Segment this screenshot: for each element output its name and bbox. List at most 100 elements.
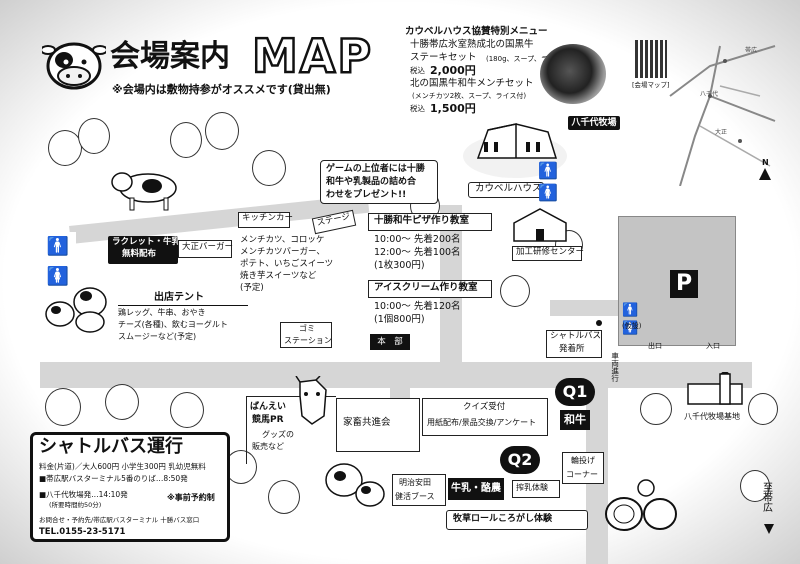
cows-illustration-bottom (316, 458, 388, 512)
shuttle-tel: TEL.0155-23-5171 (39, 527, 126, 537)
toilet-right-icon: 🚹🚺 (622, 303, 639, 336)
icecream-class-title: アイスクリーム作り教室 (374, 282, 478, 293)
shop-tent-line3: スムージーなど(予定) (118, 332, 197, 341)
taisho-burger-label: 大正バーガー (178, 240, 233, 258)
raclette-line2: 無料配布 (122, 249, 157, 259)
pizza-class: 十勝和牛ピザ作り教室 10:00～ 先着200名 12:00～ 先着100名 (… (368, 213, 492, 277)
tree-icon (48, 130, 82, 166)
menu-item2-line1: 北の国黒牛和牛メンチセット (410, 78, 534, 89)
banei-section (246, 396, 336, 464)
q1-label-text: 和牛 (564, 413, 586, 426)
down-arrow-icon (764, 524, 774, 534)
pizza-line3: (1枚300円) (374, 260, 425, 271)
shuttle-stop-line2: 発着所 (559, 344, 585, 354)
title-map: MAP (251, 28, 374, 83)
milk-dairy-label: 牛乳・酪農 (448, 478, 504, 500)
area-town-yachiyo: 八千代 (700, 91, 719, 98)
banei-line1: ばんえい (250, 402, 287, 412)
cows-illustration-left (34, 280, 114, 336)
ring-toss-line2: コーナー (566, 470, 598, 479)
shuttle-info: シャトルバス運行 料金(片道)／大人600円 小学生300円 乳幼児無料 ■帯広… (30, 432, 230, 542)
menu-item1-detail: (180g、スープ、ライス付) (486, 55, 572, 63)
game-notice: ゲームの上位者には十勝 和牛や乳製品の詰め合 わせをプレゼント!! (320, 160, 438, 204)
hay-roll-illustration (600, 476, 680, 532)
shuttle-stop-line1: シャトルバス (550, 331, 602, 341)
shop-tent-line2: チーズ(各種)、飲むヨーグルト (118, 320, 228, 329)
monument-illustration (680, 370, 750, 408)
shuttle-title: シャトルバス運行 (39, 436, 183, 457)
quiz-booth: クイズ受付 用紙配布/景品交換/アンケート (422, 398, 548, 436)
toilet-right-note: (仮設) (622, 322, 642, 330)
menu-item1-line1: 十勝帯広氷室熟成北の国黒牛 (410, 39, 534, 50)
main-road (40, 362, 752, 388)
garbage-station: ゴミ ステーション (280, 322, 332, 348)
milk-dairy-text: 牛乳・酪農 (451, 483, 501, 494)
toilet-left-icon: 🚹🚺 (40, 232, 76, 287)
kitchen-menu-line3: ポテト、いちごスイーツ (240, 259, 334, 269)
shuttle-contact: お問合せ・予約先/帯広駅バスターミナル 十勝バス窓口 (39, 516, 200, 524)
kitchen-menu-line1: メンチカツ、コロッケ (240, 235, 325, 245)
to-obihiro-label: 至帯広 (760, 482, 772, 512)
shop-tent-line1: 鶏レッグ、牛串、おやき (118, 308, 206, 317)
tree-icon (500, 275, 530, 307)
processing-center-building (510, 205, 570, 243)
quiz-line2: 用紙配布/景品交換/アンケート (427, 418, 537, 427)
menu-item1-line2: ステーキセット (410, 52, 477, 63)
banei-line2: 競馬PR (252, 415, 284, 425)
area-town-taisho: 大正 (715, 129, 728, 136)
shuttle-stop-marker (596, 320, 602, 326)
processing-center-label: 加工研修センター (512, 246, 585, 261)
q1-label: 和牛 (560, 410, 590, 430)
menu-item2-price: 1,500円 (430, 102, 476, 115)
pizza-line2: 12:00～ 先着100名 (374, 247, 461, 258)
cow-illustration-top (108, 164, 180, 214)
quiz-line1: クイズ受付 (463, 402, 506, 412)
ring-toss-line1: 輪投げ (571, 456, 595, 465)
area-town-obihiro: 帯広 (745, 47, 758, 54)
tree-icon (740, 470, 770, 502)
north-label: N (762, 158, 769, 167)
raclette-label: ラクレット・牛乳 無料配布 (108, 236, 180, 264)
tree-icon (748, 393, 778, 425)
kitchen-menu-line2: メンチカツバーガー、 (240, 247, 325, 257)
qr-code (635, 40, 667, 78)
roll-experience-text: 牧草ロールころがし体験 (453, 514, 553, 524)
headquarters-label: 本 部 (370, 334, 410, 350)
area-map (600, 26, 780, 187)
monument-label: 八千代牧場基地 (684, 412, 740, 421)
q2-text: Q2 (507, 450, 533, 469)
tree-icon (640, 393, 672, 425)
q1-text: Q1 (562, 382, 588, 401)
icecream-line1: 10:00～ 先着120名 (374, 301, 461, 312)
garbage-line1: ゴミ (299, 324, 315, 333)
cowbell-house-text: カウベルハウス (475, 183, 542, 194)
kitchen-menu-line4: 焼き芋スイーツなど (240, 271, 317, 281)
icecream-line2: (1個800円) (374, 314, 425, 325)
kitchen-car-text: キッチンカー (242, 213, 294, 223)
title-note: ※会場内は敷物持参がオススメです(貸出無) (112, 83, 331, 96)
pizza-class-title-box: 十勝和牛ピザ作り教室 (368, 213, 492, 231)
q1-badge: Q1 (555, 378, 595, 406)
pizza-class-title: 十勝和牛ピザ作り教室 (374, 215, 470, 226)
parking-text: P (675, 271, 693, 296)
headquarters-text: 本 部 (377, 337, 403, 347)
processing-center-text: 加工研修センター (516, 247, 585, 257)
parking-icon: P (670, 270, 698, 298)
game-notice-line3: わせをプレゼント!! (326, 190, 407, 200)
banei-line4: 販売など (252, 442, 284, 451)
icecream-class-title-box: アイスクリーム作り教室 (368, 280, 492, 298)
menu-item1-price: 2,000円 (430, 64, 476, 77)
entrance-label: 入口 (706, 342, 720, 350)
road-label: 車両進行 (610, 352, 620, 382)
tree-icon (252, 150, 286, 186)
tree-icon (105, 384, 139, 420)
tree-icon (205, 112, 239, 150)
roll-experience-box: 牧草ロールころがし体験 (446, 510, 588, 530)
q2-badge: Q2 (500, 446, 540, 474)
tree-icon (225, 450, 257, 484)
milking-booth: 搾乳体験 (512, 480, 560, 498)
venue-map-label: [会場マップ] (632, 81, 670, 89)
horse-illustration (290, 375, 334, 428)
icecream-class: アイスクリーム作り教室 10:00～ 先着120名 (1個800円) (368, 280, 492, 328)
